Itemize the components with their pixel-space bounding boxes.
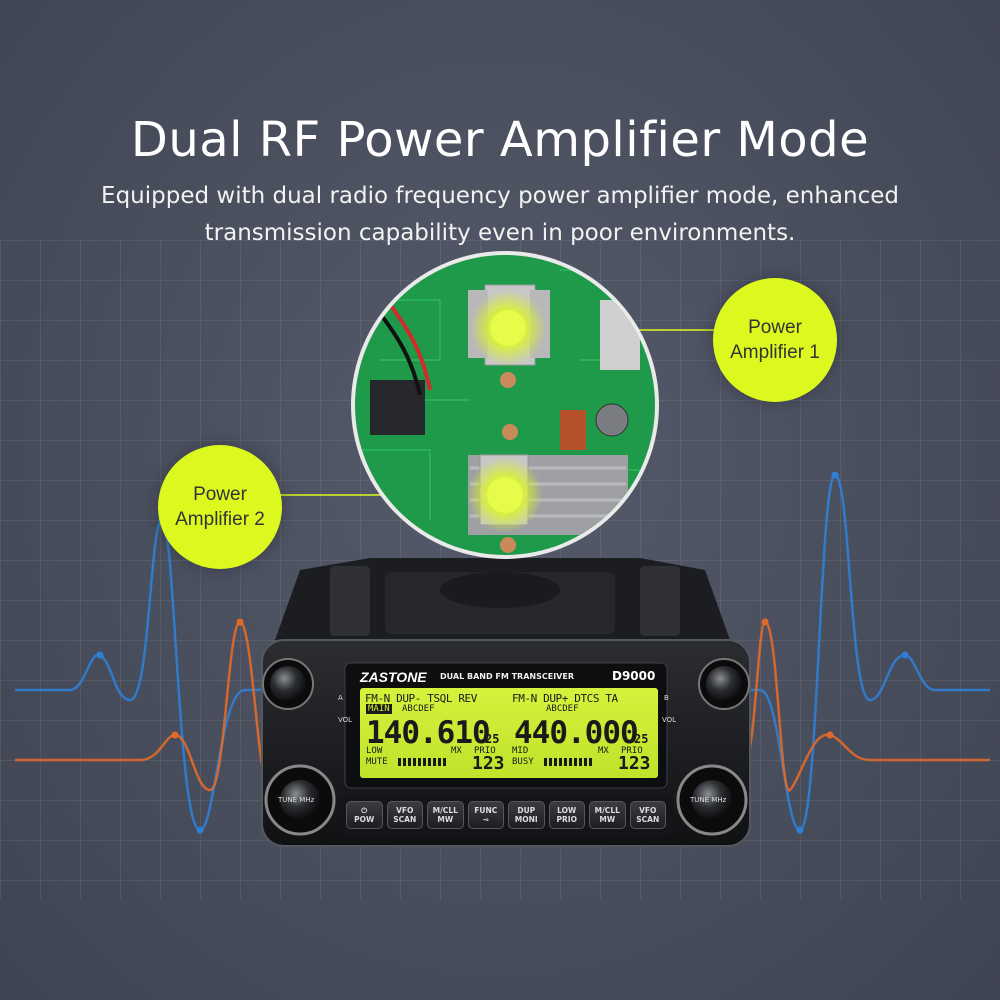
lcd-left-name: ABCDEF [402, 704, 435, 714]
subtitle-line-1: Equipped with dual radio frequency power… [101, 183, 899, 209]
lcd-left-status: FM-N DUP- TSQL REV [365, 692, 478, 705]
lcd-left-signal-meter [398, 758, 448, 766]
waveform-markers [96, 471, 909, 834]
lcd-right-frequency: 440.000 [514, 715, 639, 751]
lcd-right-name: ABCDEF [546, 704, 579, 714]
key-top-label: DUP [517, 806, 536, 815]
key-pow[interactable]: ⏻POW [346, 801, 383, 829]
lcd-left-mx: MX [451, 746, 462, 756]
radio-descriptor: DUAL BAND FM TRANSCEIVER [440, 672, 574, 681]
lcd-right-status: FM-N DUP+ DTCS TA [512, 692, 618, 705]
page-subtitle: Equipped with dual radio frequency power… [60, 178, 940, 252]
lcd-right-mx: MX [598, 746, 609, 756]
lcd-left-mode: MUTE [366, 757, 388, 767]
subtitle-line-2: transmission capability even in poor env… [204, 220, 796, 246]
callout-2-line-1: Power [193, 484, 247, 505]
key-top-label: M/CLL [594, 806, 620, 815]
callout-1-line-1: Power [748, 317, 802, 338]
tune-label-right: TUNE MHz [690, 796, 727, 804]
tune-knob-left [264, 764, 336, 836]
key-top-label: VFO [639, 806, 657, 815]
radio-brand: ZASTONE [360, 669, 427, 685]
lcd-main-badge: MAIN [366, 704, 392, 714]
key-bottom-label: MONI [514, 815, 538, 824]
key-top-label: LOW [557, 806, 577, 815]
knob-b-label: B [664, 694, 669, 702]
lcd-right-power: MID [512, 746, 529, 756]
lcd-left-prio: PRIO [474, 746, 496, 756]
lcd-left-sub: 25 [485, 732, 500, 746]
lcd-right-sub: 25 [634, 732, 649, 746]
tune-knob-right [676, 764, 748, 836]
radio-model: D9000 [612, 669, 656, 683]
key-func[interactable]: FUNC⊸ [467, 801, 504, 829]
key-pow-icon: ⏻ [361, 806, 368, 815]
vol-label-right: VOL [662, 716, 677, 724]
key-pow-label: POW [354, 815, 375, 824]
lcd-left-frequency: 140.610 [366, 715, 491, 751]
callout-1-line-2: Amplifier 1 [730, 342, 820, 363]
lcd-left-channel: 123 [472, 753, 505, 774]
key-bottom-label: PRIO [556, 815, 577, 824]
vol-label-left: VOL [338, 716, 353, 724]
key-bottom-label: SCAN [636, 815, 660, 824]
key-top-label: M/CLL [432, 806, 458, 815]
lcd-right-mode: BUSY [512, 757, 534, 767]
key-bottom-label: SCAN [393, 815, 417, 824]
pcb-closeup [351, 251, 659, 559]
key-icon: ⊸ [482, 815, 489, 824]
lcd-right-channel: 123 [618, 753, 651, 774]
callout-2-line-2: Amplifier 2 [175, 509, 265, 530]
key-top-label: VFO [396, 806, 414, 815]
key-top-label: FUNC [474, 806, 498, 815]
volume-knob-a [262, 658, 314, 710]
tune-label-left: TUNE MHz [278, 796, 315, 804]
lcd-right-signal-meter [544, 758, 594, 766]
key-bottom-label: MW [437, 815, 454, 824]
radio-lcd: FM-N DUP- TSQL REV FM-N DUP+ DTCS TA MAI… [360, 688, 658, 778]
key-bottom-label: MW [599, 815, 616, 824]
lcd-right-prio: PRIO [621, 746, 643, 756]
lcd-left-power: LOW [366, 746, 383, 756]
page-title: Dual RF Power Amplifier Mode [130, 112, 870, 168]
knob-a-label: A [338, 694, 343, 702]
volume-knob-b [698, 658, 750, 710]
